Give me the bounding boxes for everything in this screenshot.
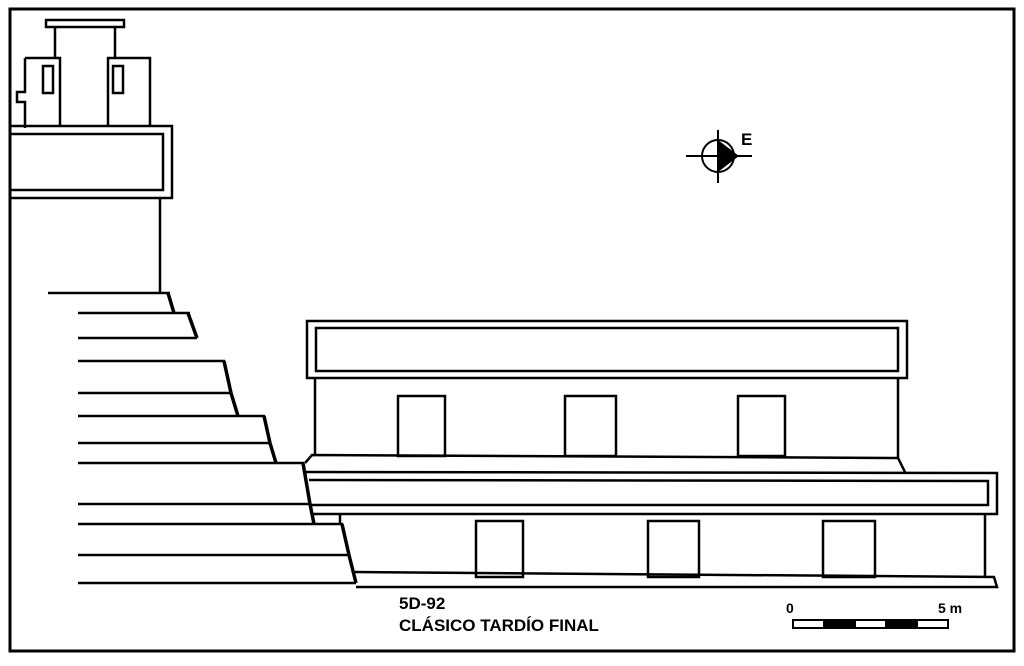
- scale-bar: 0 5 m: [786, 600, 962, 629]
- upper-temple-walls: [15, 56, 152, 128]
- roof-comb-body: [53, 27, 117, 58]
- upper-cornice-outer: [305, 319, 909, 380]
- upper-door-1: [396, 394, 447, 458]
- roof-comb-cap: [44, 18, 126, 29]
- lower-door-1: [474, 519, 525, 579]
- upper-walls: [313, 378, 900, 458]
- scale-segment: [854, 619, 887, 629]
- scale-start-label: 0: [786, 600, 794, 616]
- scale-end-label: 5 m: [938, 600, 962, 616]
- temple-slot-right: [111, 64, 125, 95]
- compass-arrow-icon: [718, 140, 739, 172]
- drawing-frame: [8, 7, 1016, 653]
- lower-door-3: [821, 519, 877, 579]
- scale-segment: [823, 619, 856, 629]
- right-building-lower: [304, 470, 999, 589]
- lower-walls: [338, 514, 987, 577]
- upper-cornice-inner: [314, 326, 900, 373]
- scale-segment: [916, 619, 949, 629]
- ground-line: [354, 570, 999, 589]
- lower-door-2: [646, 519, 701, 579]
- lower-cornice-outer: [304, 470, 999, 516]
- structure-code: 5D-92: [399, 594, 445, 613]
- scale-segments: [792, 619, 949, 629]
- right-building-upper: [304, 319, 909, 473]
- compass-rose: E: [686, 130, 752, 183]
- stepped-pyramid: [48, 291, 358, 585]
- scale-segment: [885, 619, 918, 629]
- scale-segment: [792, 619, 825, 629]
- upper-door-2: [563, 394, 618, 458]
- left-temple: [11, 18, 174, 293]
- temple-slot-left: [41, 64, 55, 95]
- upper-platform-ledge: [304, 453, 907, 473]
- structure-period: CLÁSICO TARDÍO FINAL: [399, 616, 599, 635]
- temple-cornice: [11, 124, 174, 200]
- upper-door-3: [736, 394, 787, 458]
- temple-cornice-inner: [11, 132, 165, 192]
- compass-direction-label: E: [741, 130, 752, 149]
- lower-cornice-inner: [308, 478, 990, 507]
